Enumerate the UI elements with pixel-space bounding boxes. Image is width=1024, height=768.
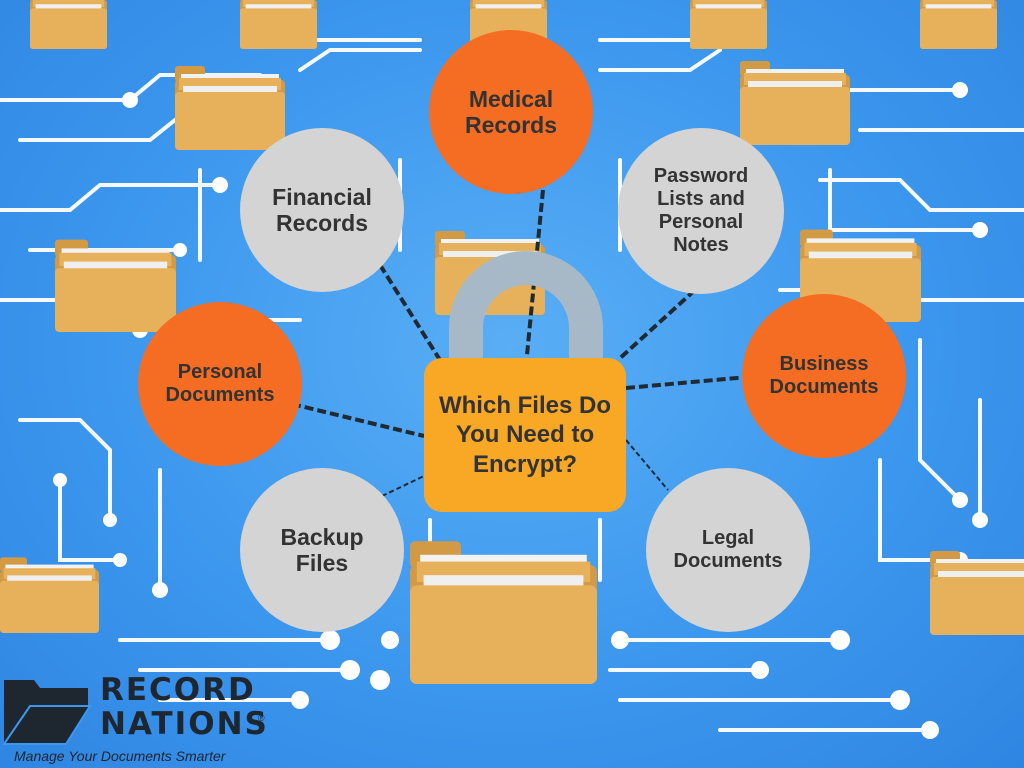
- bubble-label: Financial Records: [272, 183, 372, 236]
- bubble-label: Personal Documents: [165, 361, 275, 406]
- bubble-legal-documents: Legal Documents: [646, 468, 810, 632]
- bubble-backup-files: Backup Files: [240, 468, 404, 632]
- record-nations-logo: RECORD NATIONS ® Manage Your Documents S…: [0, 668, 280, 768]
- folder-logo-icon: [2, 680, 92, 745]
- padlock-shackle: [449, 251, 603, 362]
- bubble-financial-records: Financial Records: [240, 128, 404, 292]
- registered-mark: ®: [258, 713, 265, 723]
- bubble-password-lists: Password Lists and Personal Notes: [618, 128, 784, 294]
- bubble-label: Backup Files: [280, 523, 364, 576]
- bubble-label: Business Documents: [769, 353, 879, 398]
- bubble-business-documents: Business Documents: [742, 294, 906, 458]
- center-title: Which Files Do You Need to Encrypt?: [438, 392, 611, 478]
- padlock-body: Which Files Do You Need to Encrypt?: [424, 358, 626, 512]
- circuit-nodes: [53, 82, 988, 739]
- bubble-medical-records: Medical Records: [429, 30, 593, 194]
- bubble-label: Legal Documents: [673, 527, 783, 572]
- bubble-label: Password Lists and Personal Notes: [653, 165, 749, 256]
- logo-line2: NATIONS: [100, 706, 269, 742]
- bubble-personal-documents: Personal Documents: [138, 302, 302, 466]
- logo-line1: RECORD: [100, 672, 256, 708]
- bubble-label: Medical Records: [464, 85, 558, 138]
- logo-tagline: Manage Your Documents Smarter: [14, 748, 226, 764]
